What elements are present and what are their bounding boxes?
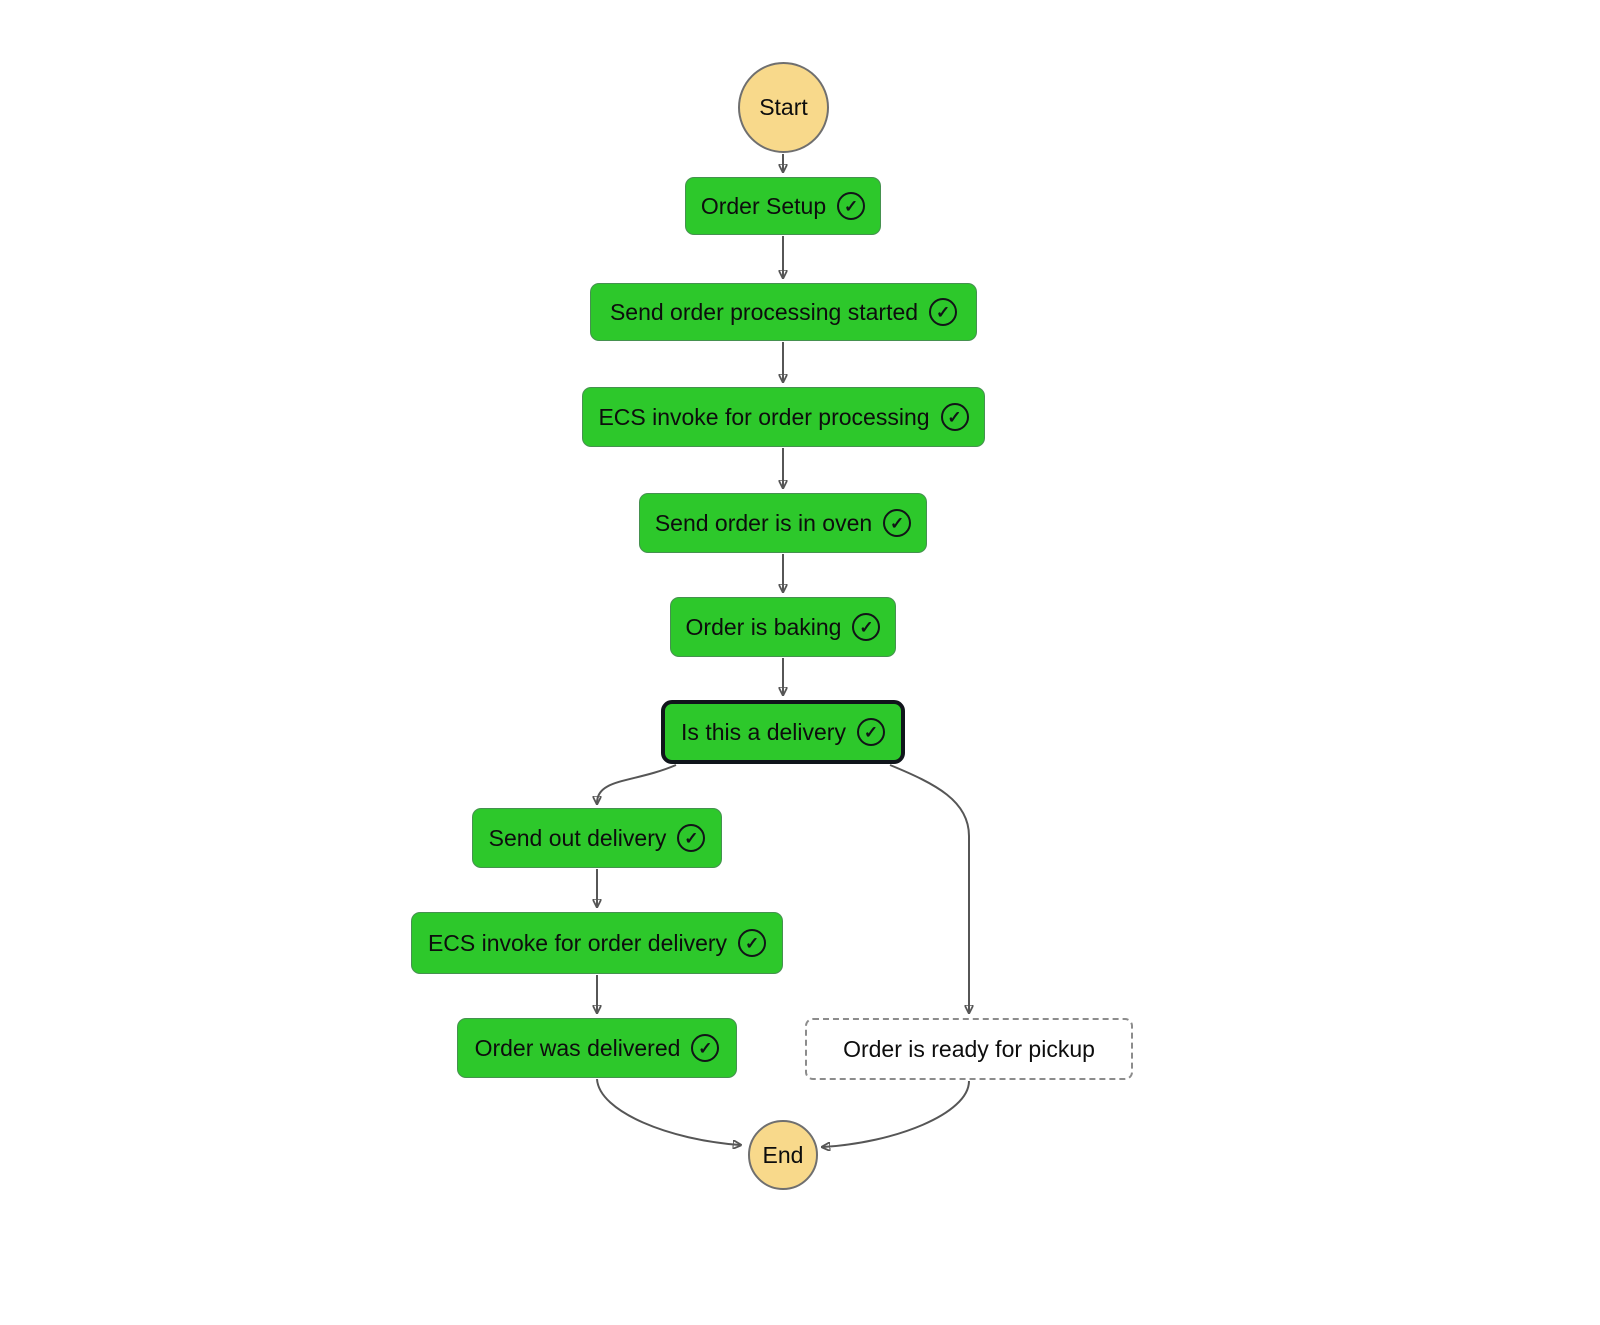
success-check-icon: ✓ <box>883 509 912 537</box>
node-start-label: Start <box>759 94 808 120</box>
edge-delivered-to-end <box>596 1078 740 1145</box>
success-check-icon: ✓ <box>856 718 885 746</box>
node-order-is-ready-for-pickup-label: Order is ready for pickup <box>843 1035 1095 1062</box>
node-end-label: End <box>762 1141 804 1168</box>
node-send-order-processing-started[interactable]: Send order processing started ✓ <box>590 283 977 341</box>
success-check-icon: ✓ <box>837 192 866 220</box>
edge-is-delivery-to-pickup <box>889 764 969 1012</box>
node-is-this-a-delivery[interactable]: Is this a delivery ✓ <box>661 700 905 764</box>
node-order-was-delivered-label: Order was delivered <box>474 1034 681 1061</box>
node-order-was-delivered[interactable]: Order was delivered ✓ <box>457 1018 737 1078</box>
success-check-icon: ✓ <box>852 613 881 641</box>
node-send-order-processing-started-label: Send order processing started <box>609 298 919 325</box>
success-check-icon: ✓ <box>677 824 706 852</box>
node-send-out-delivery-label: Send out delivery <box>488 824 667 851</box>
node-order-is-baking-label: Order is baking <box>685 613 842 640</box>
success-check-icon: ✓ <box>929 298 958 326</box>
node-ecs-invoke-for-order-delivery-label: ECS invoke for order delivery <box>427 929 728 956</box>
edge-pickup-to-end <box>823 1080 970 1147</box>
edge-is-delivery-to-send-out <box>597 764 677 803</box>
node-start[interactable]: Start <box>738 62 829 153</box>
node-order-setup[interactable]: Order Setup ✓ <box>685 177 881 235</box>
success-check-icon: ✓ <box>940 403 969 431</box>
node-is-this-a-delivery-label: Is this a delivery <box>681 718 846 745</box>
node-ecs-invoke-for-order-delivery[interactable]: ECS invoke for order delivery ✓ <box>411 912 783 974</box>
node-send-out-delivery[interactable]: Send out delivery ✓ <box>472 808 722 868</box>
node-ecs-invoke-for-order-processing-label: ECS invoke for order processing <box>598 403 930 430</box>
success-check-icon: ✓ <box>738 929 767 957</box>
success-check-icon: ✓ <box>691 1034 720 1062</box>
node-order-is-ready-for-pickup[interactable]: Order is ready for pickup <box>805 1018 1133 1080</box>
node-order-setup-label: Order Setup <box>700 192 827 219</box>
node-send-order-is-in-oven-label: Send order is in oven <box>654 509 873 536</box>
node-send-order-is-in-oven[interactable]: Send order is in oven ✓ <box>639 493 927 553</box>
node-end[interactable]: End <box>748 1120 818 1190</box>
node-ecs-invoke-for-order-processing[interactable]: ECS invoke for order processing ✓ <box>582 387 985 447</box>
node-order-is-baking[interactable]: Order is baking ✓ <box>670 597 896 657</box>
